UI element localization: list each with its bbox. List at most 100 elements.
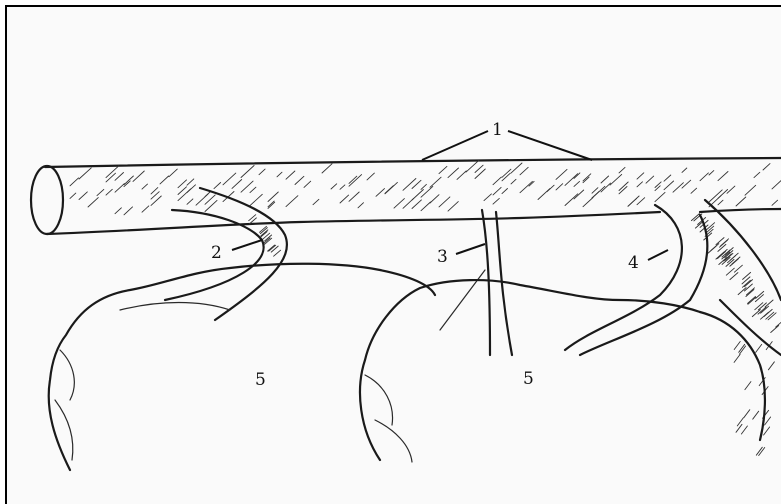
hatch-stroke	[286, 196, 298, 207]
hatch-stroke	[730, 259, 738, 266]
hatch-stroke	[637, 173, 644, 179]
organ-fold-5	[120, 303, 230, 311]
hatch-stroke	[574, 190, 584, 199]
hatch-stroke	[700, 173, 708, 181]
organ-fold-2	[55, 400, 73, 460]
hatch-stroke	[430, 195, 439, 203]
vessel-opening	[31, 166, 63, 234]
hatch-stroke	[520, 167, 528, 175]
hatch-stroke	[274, 250, 281, 256]
hatch-stroke	[367, 173, 374, 180]
hatch-stroke	[619, 167, 625, 173]
hatch-stroke	[475, 169, 485, 179]
hatch-stroke	[673, 183, 683, 193]
leader-1-left	[422, 131, 488, 160]
vessel-lower-edge-right	[700, 209, 781, 212]
hatch-stroke	[403, 179, 416, 191]
hatch-stroke	[223, 173, 236, 185]
hatch-stroke	[187, 185, 196, 193]
hatch-stroke	[744, 410, 750, 418]
label-1: 1	[492, 120, 503, 140]
hatch-stroke	[160, 176, 169, 184]
organ-lobe-right	[700, 312, 765, 440]
hatch-stroke	[691, 188, 697, 193]
hatch-stroke	[664, 175, 671, 181]
hatch-stroke	[718, 172, 728, 181]
hatch-stroke	[421, 184, 426, 189]
hatch-stroke	[726, 268, 734, 275]
hatch-stroke	[142, 206, 149, 212]
hatch-stroke	[772, 200, 778, 205]
main-vessel	[31, 158, 781, 234]
label-5-left: 5	[255, 370, 266, 390]
organ-fold-3	[365, 375, 393, 425]
hatch-stroke	[511, 163, 522, 173]
hatch-stroke	[511, 179, 516, 184]
hatch-stroke	[340, 185, 345, 189]
hatch-stroke	[484, 194, 491, 201]
hatch-stroke	[592, 188, 598, 194]
hatch-stroke	[682, 168, 687, 172]
hatch-stroke	[745, 185, 756, 195]
hatch-stroke	[261, 230, 268, 236]
hatch-stroke	[412, 200, 421, 209]
hatch-stroke	[322, 164, 332, 173]
hatch-stroke	[637, 198, 645, 205]
hatch-stroke	[421, 202, 431, 211]
hatch-stroke	[250, 187, 256, 192]
hatch-stroke	[746, 290, 754, 297]
hatch-stroke	[457, 171, 466, 180]
hatch-stroke	[743, 272, 751, 279]
hatch-stroke	[493, 177, 501, 185]
hatch-stroke	[349, 192, 359, 201]
hatch-stroke	[304, 181, 311, 187]
hatch-stroke	[574, 173, 580, 179]
hatch-stroke	[439, 197, 450, 207]
hatch-stroke	[502, 173, 510, 181]
hatch-stroke	[79, 192, 87, 200]
hatch-stroke	[385, 186, 393, 194]
hatch-stroke	[214, 183, 221, 189]
hatch-stroke	[753, 411, 759, 419]
hatch-stroke	[709, 171, 714, 175]
hatch-stroke	[745, 382, 751, 390]
hatch-stroke	[97, 189, 104, 195]
hatch-stroke	[349, 175, 362, 187]
hatch-stroke	[646, 176, 654, 183]
hatch-stroke	[448, 202, 458, 212]
hatch-stroke	[718, 200, 723, 205]
hatch-stroke	[439, 166, 447, 173]
hatch-stroke	[734, 354, 740, 362]
hatch-stroke	[169, 169, 177, 177]
hatch-stroke	[736, 424, 742, 432]
hatch-stroke	[764, 427, 770, 435]
hatch-stroke	[124, 207, 133, 215]
hatch-stroke	[628, 198, 637, 206]
hatch-stroke	[331, 184, 337, 189]
vessel-hatching	[70, 160, 781, 455]
organ-fold-4	[375, 420, 412, 462]
hatch-stroke	[748, 297, 756, 304]
leader-lines	[232, 131, 668, 260]
hatch-stroke	[268, 192, 278, 202]
hatch-stroke	[771, 326, 779, 333]
branch-3-left	[482, 210, 490, 355]
leader-4	[648, 250, 668, 260]
hatch-stroke	[205, 192, 210, 197]
leader-1-right	[508, 131, 592, 160]
label-4: 4	[628, 253, 639, 273]
label-5-right: 5	[523, 369, 534, 389]
hatch-stroke	[755, 303, 763, 310]
hatch-stroke	[70, 178, 79, 186]
hatch-stroke	[619, 187, 627, 194]
hatch-stroke	[106, 173, 116, 182]
branch-4	[565, 200, 781, 355]
hatch-stroke	[124, 176, 133, 185]
hatch-stroke	[763, 164, 770, 170]
hatch-stroke	[547, 185, 554, 192]
hatch-stroke	[601, 183, 611, 192]
hatch-stroke	[768, 362, 774, 370]
hatch-stroke	[730, 273, 738, 280]
hatch-stroke	[277, 172, 282, 177]
